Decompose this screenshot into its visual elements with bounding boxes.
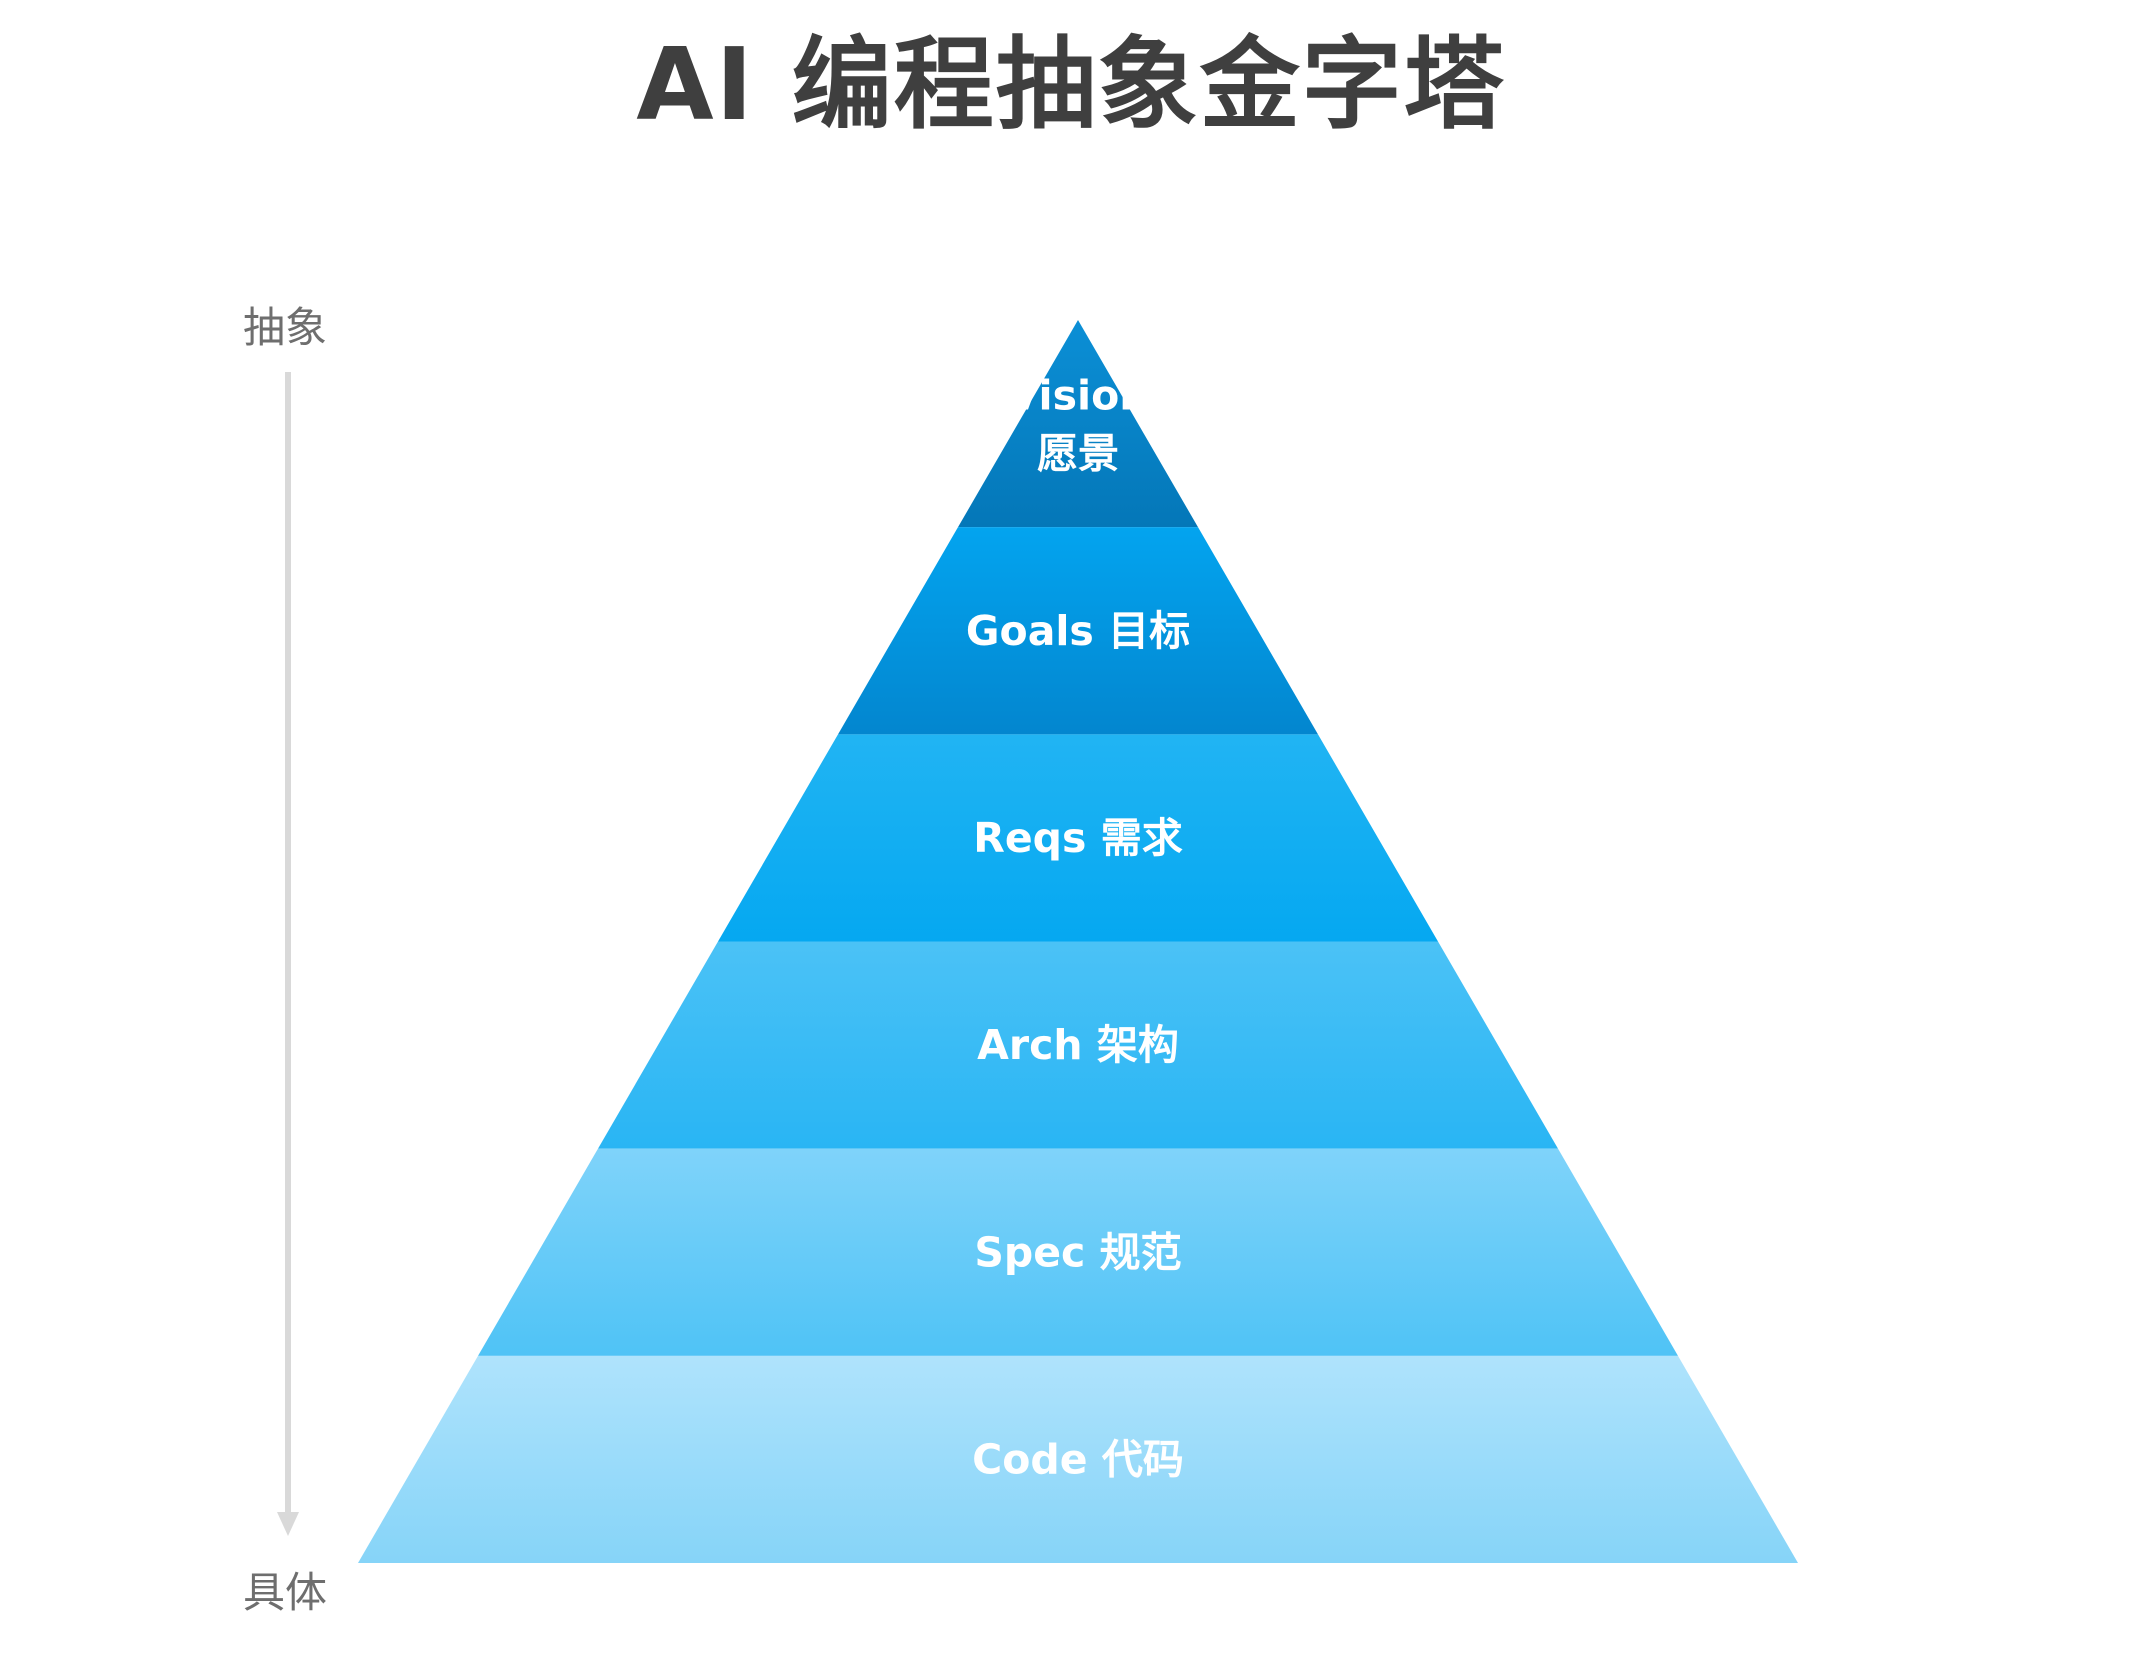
pyramid-tier-6 [358, 1355, 1798, 1563]
pyramid-tier-4 [598, 941, 1558, 1149]
pyramid-tier-label: Vision [1008, 372, 1149, 420]
pyramid-tier-3 [718, 734, 1438, 942]
pyramid-tier-label: Spec 规范 [974, 1228, 1181, 1276]
page-title: AI 编程抽象金字塔 [636, 26, 1506, 143]
abstraction-axis-arrow-icon [277, 1512, 299, 1536]
pyramid-tier-label: Arch 架构 [977, 1021, 1179, 1069]
axis-label-concrete: 具体 [242, 1568, 327, 1617]
pyramid-tier-5 [478, 1148, 1678, 1356]
pyramid-tier-1 [958, 320, 1198, 528]
pyramid-tier-sublabel: 愿景 [1037, 430, 1119, 478]
pyramid-tier-2 [838, 527, 1318, 735]
pyramid-tier-label: Code 代码 [972, 1435, 1184, 1483]
axis-label-abstract: 抽象 [242, 303, 327, 352]
pyramid-tier-label: Reqs 需求 [973, 814, 1182, 862]
pyramid-tier-label: Goals 目标 [966, 607, 1190, 655]
